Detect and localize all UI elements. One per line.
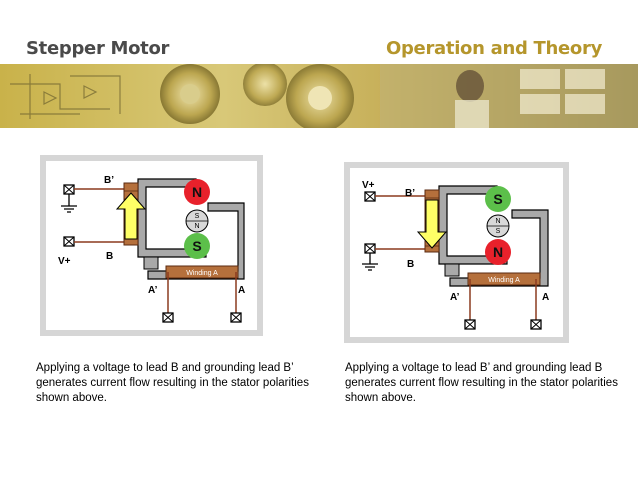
winding-a-coil <box>467 272 541 286</box>
rotor-top-pole: N <box>495 218 500 225</box>
flux-arrow-up <box>115 192 147 240</box>
rotor-bottom-pole: N <box>194 223 199 230</box>
stator-pole-bottom-label: N <box>493 244 503 260</box>
stepper-diagram-right: N S S N Winding A V+ B’ B A’ A <box>362 180 549 330</box>
terminal-b <box>364 243 376 254</box>
label-a-prime: A’ <box>450 292 460 303</box>
terminal-a-prime <box>464 319 476 330</box>
terminal-b-prime <box>364 191 376 202</box>
label-vplus: V+ <box>58 256 71 267</box>
winding-a-label: Winding A <box>186 270 218 277</box>
slide-title: Stepper Motor <box>26 38 170 59</box>
label-vplus: V+ <box>362 180 375 191</box>
stator-pole-bottom <box>184 233 210 259</box>
terminal-a-prime <box>162 312 174 323</box>
label-a: A <box>238 285 245 296</box>
stator-pole-bottom-label: S <box>192 238 201 254</box>
label-b-prime: B’ <box>104 175 114 186</box>
ground-symbol-right <box>362 253 378 271</box>
terminal-a <box>530 319 542 330</box>
terminal-b <box>63 236 75 247</box>
stator-pole-top <box>184 179 210 205</box>
stator-pole-top-label: S <box>493 191 502 207</box>
stator-pole-bottom <box>485 239 511 265</box>
diagram-panel-left: S N N S Winding A B’ B V+ A’ A <box>40 155 263 336</box>
slide-header: Stepper Motor Operation and Theory <box>0 0 638 64</box>
header-banner-image <box>0 64 638 128</box>
slide-subtitle: Operation and Theory <box>385 38 602 59</box>
winding-a-coil <box>165 265 239 279</box>
caption-right: Applying a voltage to lead B’ and ground… <box>345 362 618 404</box>
diagram-panel-right: N S S N Winding A V+ B’ B A’ A <box>344 162 569 343</box>
label-b: B <box>106 251 113 262</box>
caption-left: Applying a voltage to lead B and groundi… <box>36 362 309 404</box>
label-a-prime: A’ <box>148 285 158 296</box>
ground-symbol-left <box>61 194 77 213</box>
label-b: B <box>407 259 414 270</box>
rotor-top-pole: S <box>195 213 200 220</box>
winding-a-label: Winding A <box>488 277 520 284</box>
flux-arrow-down <box>416 199 448 249</box>
stepper-diagram-left: S N N S Winding A B’ B V+ A’ A <box>58 175 245 323</box>
stator-pole-top <box>485 186 511 212</box>
rotor-bottom-pole: S <box>496 228 501 235</box>
label-b-prime: B’ <box>405 188 415 199</box>
label-a: A <box>542 292 549 303</box>
stator-pole-top-label: N <box>192 184 202 200</box>
terminal-a <box>230 312 242 323</box>
terminal-b-prime <box>63 184 75 195</box>
